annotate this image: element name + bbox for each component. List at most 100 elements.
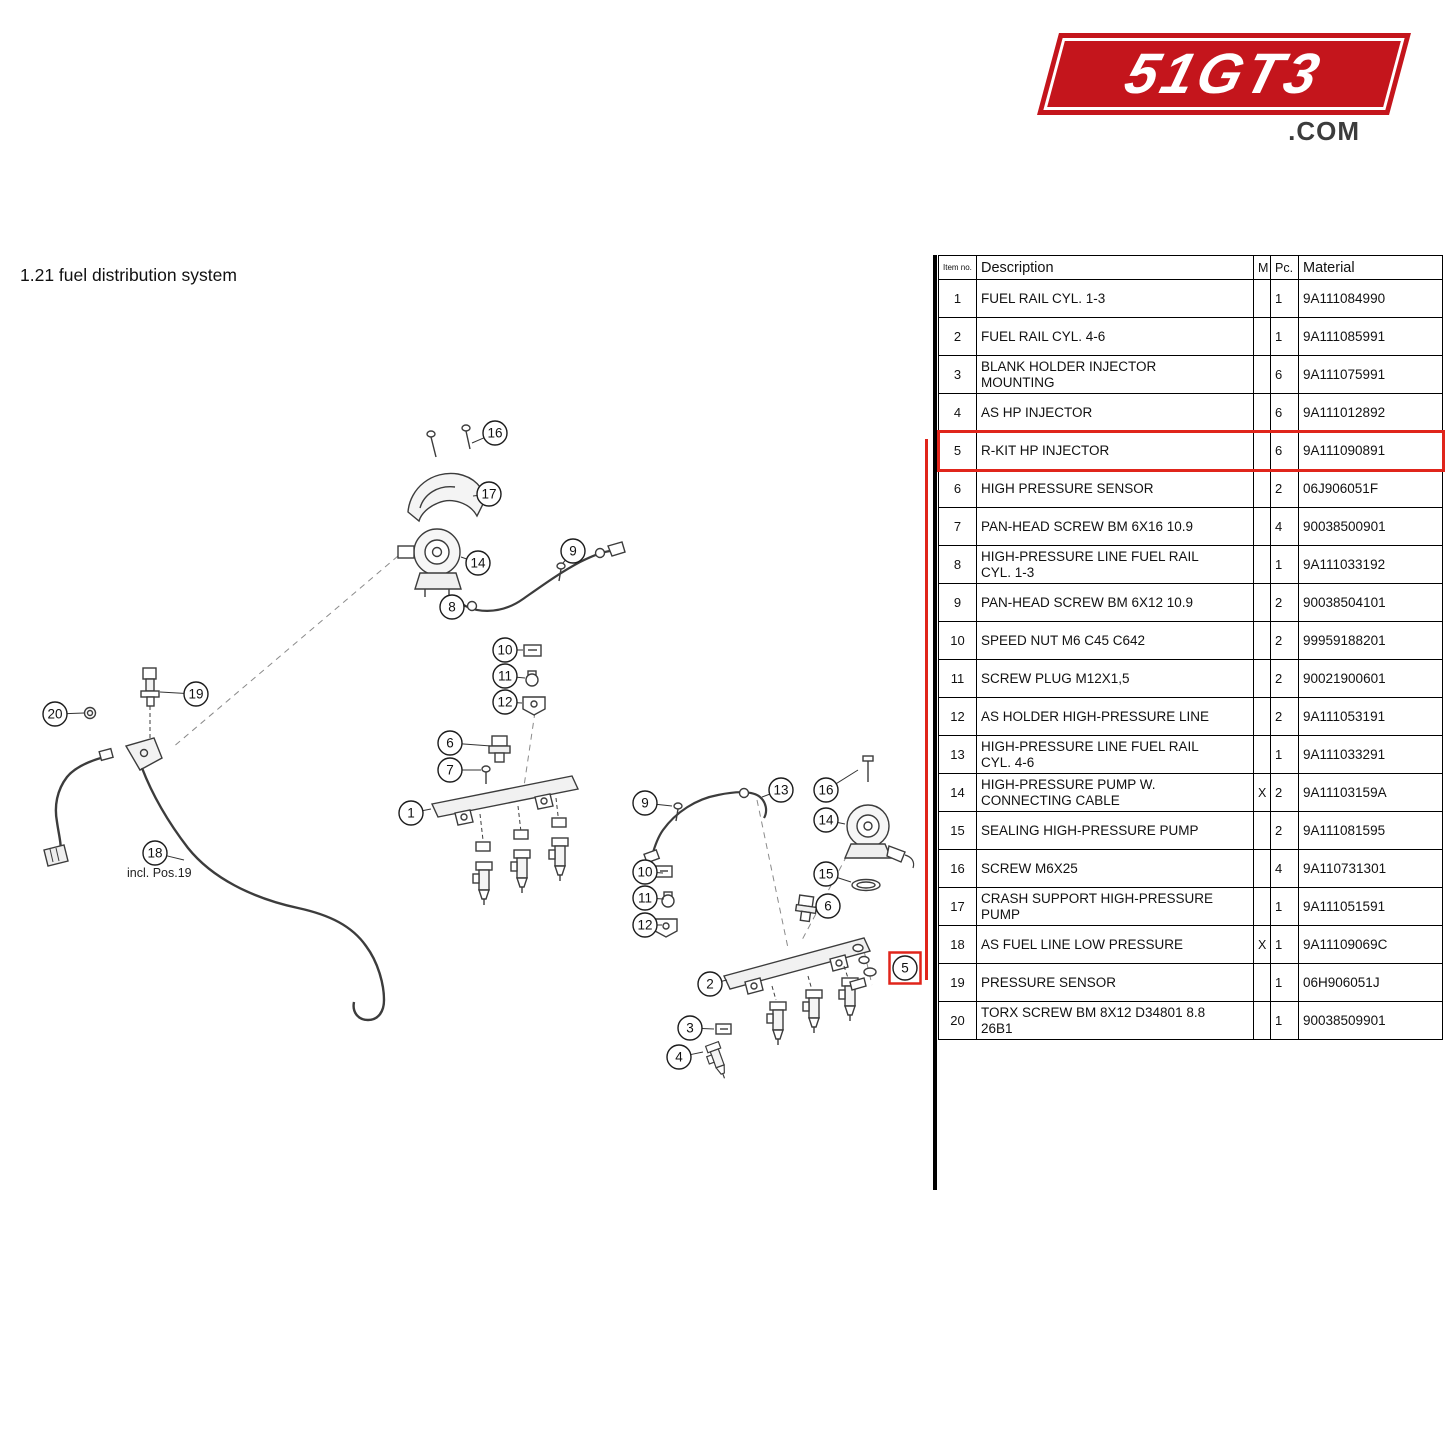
fuel-rail-1-3-icon xyxy=(430,775,580,841)
callout-11: 11 xyxy=(632,885,665,911)
cell-item: 16 xyxy=(938,849,977,888)
svg-text:9: 9 xyxy=(569,544,577,559)
cell-item: 19 xyxy=(938,963,977,1002)
high-pressure-sensor-icon xyxy=(488,735,511,763)
cell-item: 14 xyxy=(938,773,977,812)
cell-description: HIGH PRESSURE SENSOR xyxy=(976,469,1254,508)
svg-text:12: 12 xyxy=(497,695,512,710)
high-pressure-sensor-icon xyxy=(794,894,818,923)
header-item-no: Item no. xyxy=(938,255,977,280)
svg-text:14: 14 xyxy=(470,556,486,571)
svg-text:2: 2 xyxy=(706,977,714,992)
table-left-thick-rule xyxy=(933,255,937,1190)
cell-item: 1 xyxy=(938,279,977,318)
callout-12: 12 xyxy=(492,689,523,715)
callout-4: 4 xyxy=(666,1044,704,1070)
holder-high-pressure-line-icon xyxy=(522,696,546,716)
cell-description: SCREW M6X25 xyxy=(976,849,1254,888)
cell-description: HIGH-PRESSURE LINE FUEL RAIL CYL. 4-6 xyxy=(976,735,1254,774)
svg-text:19: 19 xyxy=(188,687,203,702)
callout-10: 10 xyxy=(632,859,664,885)
svg-text:10: 10 xyxy=(637,865,652,880)
cell-m xyxy=(1253,697,1271,736)
callout-5: 5 xyxy=(888,951,922,985)
svg-text:7: 7 xyxy=(446,763,454,778)
svg-text:5: 5 xyxy=(901,961,909,976)
svg-text:17: 17 xyxy=(481,487,496,502)
cell-material: 90038504101 xyxy=(1298,583,1443,622)
cell-description: HIGH-PRESSURE PUMP W. CONNECTING CABLE xyxy=(976,773,1254,812)
cell-m xyxy=(1253,735,1271,774)
high-pressure-pump-icon xyxy=(843,804,915,869)
cell-material: 9A110731301 xyxy=(1298,849,1443,888)
svg-text:18: 18 xyxy=(147,846,162,861)
cell-description: FUEL RAIL CYL. 4-6 xyxy=(976,317,1254,356)
callout-3: 3 xyxy=(677,1015,715,1041)
svg-text:8: 8 xyxy=(448,600,456,615)
callout-8: 8 xyxy=(439,594,468,620)
callout-17: 17 xyxy=(472,481,502,507)
svg-text:16: 16 xyxy=(487,426,502,441)
svg-text:4: 4 xyxy=(675,1050,683,1065)
cell-description: AS HP INJECTOR xyxy=(976,393,1254,432)
cell-item: 11 xyxy=(938,659,977,698)
cell-pc: 2 xyxy=(1270,469,1299,508)
cell-pc: 2 xyxy=(1270,773,1299,812)
callout-15: 15 xyxy=(813,861,852,887)
svg-text:14: 14 xyxy=(818,813,834,828)
callout-9: 9 xyxy=(560,538,586,564)
pressure-sensor-icon xyxy=(140,667,160,707)
callout-11: 11 xyxy=(492,663,526,689)
cell-description: BLANK HOLDER INJECTOR MOUNTING xyxy=(976,355,1254,394)
cell-item: 8 xyxy=(938,545,977,584)
pan-head-screw-icon xyxy=(556,562,566,582)
callout-18: 18 xyxy=(142,840,185,866)
cell-description: TORX SCREW BM 8X12 D34801 8.8 26B1 xyxy=(976,1001,1254,1040)
cell-material: 9A111033291 xyxy=(1298,735,1443,774)
cell-pc: 2 xyxy=(1270,697,1299,736)
cell-pc: 6 xyxy=(1270,431,1299,470)
cell-pc: 4 xyxy=(1270,849,1299,888)
screw-m6x25-icon xyxy=(426,424,471,458)
cell-description: R-KIT HP INJECTOR xyxy=(976,431,1254,470)
svg-text:1: 1 xyxy=(407,806,415,821)
cell-material: 9A111053191 xyxy=(1298,697,1443,736)
cell-item: 17 xyxy=(938,887,977,926)
cell-material: 90038509901 xyxy=(1298,1001,1443,1040)
cell-material: 90021900601 xyxy=(1298,659,1443,698)
note-incl-pos19: incl. Pos.19 xyxy=(127,866,192,880)
injector-mounting-clamps-icon xyxy=(475,817,567,852)
svg-text:15: 15 xyxy=(818,867,833,882)
cell-pc: 2 xyxy=(1270,811,1299,850)
torx-screw-icon xyxy=(83,706,97,720)
header-material: Material xyxy=(1298,255,1443,280)
cell-m: X xyxy=(1253,925,1271,964)
cell-item: 2 xyxy=(938,317,977,356)
cell-material: 9A11103159A xyxy=(1298,773,1443,812)
svg-text:16: 16 xyxy=(818,783,833,798)
cell-item: 4 xyxy=(938,393,977,432)
cell-pc: 1 xyxy=(1270,887,1299,926)
cell-m xyxy=(1253,887,1271,926)
blank-holder-icon xyxy=(715,1023,732,1035)
high-pressure-pump-icon xyxy=(397,528,462,597)
cell-description: SPEED NUT M6 C45 C642 xyxy=(976,621,1254,660)
cell-pc: 1 xyxy=(1270,925,1299,964)
callout-6: 6 xyxy=(437,730,492,756)
svg-text:11: 11 xyxy=(498,669,512,684)
cell-m xyxy=(1253,849,1271,888)
callout-14: 14 xyxy=(813,807,846,833)
